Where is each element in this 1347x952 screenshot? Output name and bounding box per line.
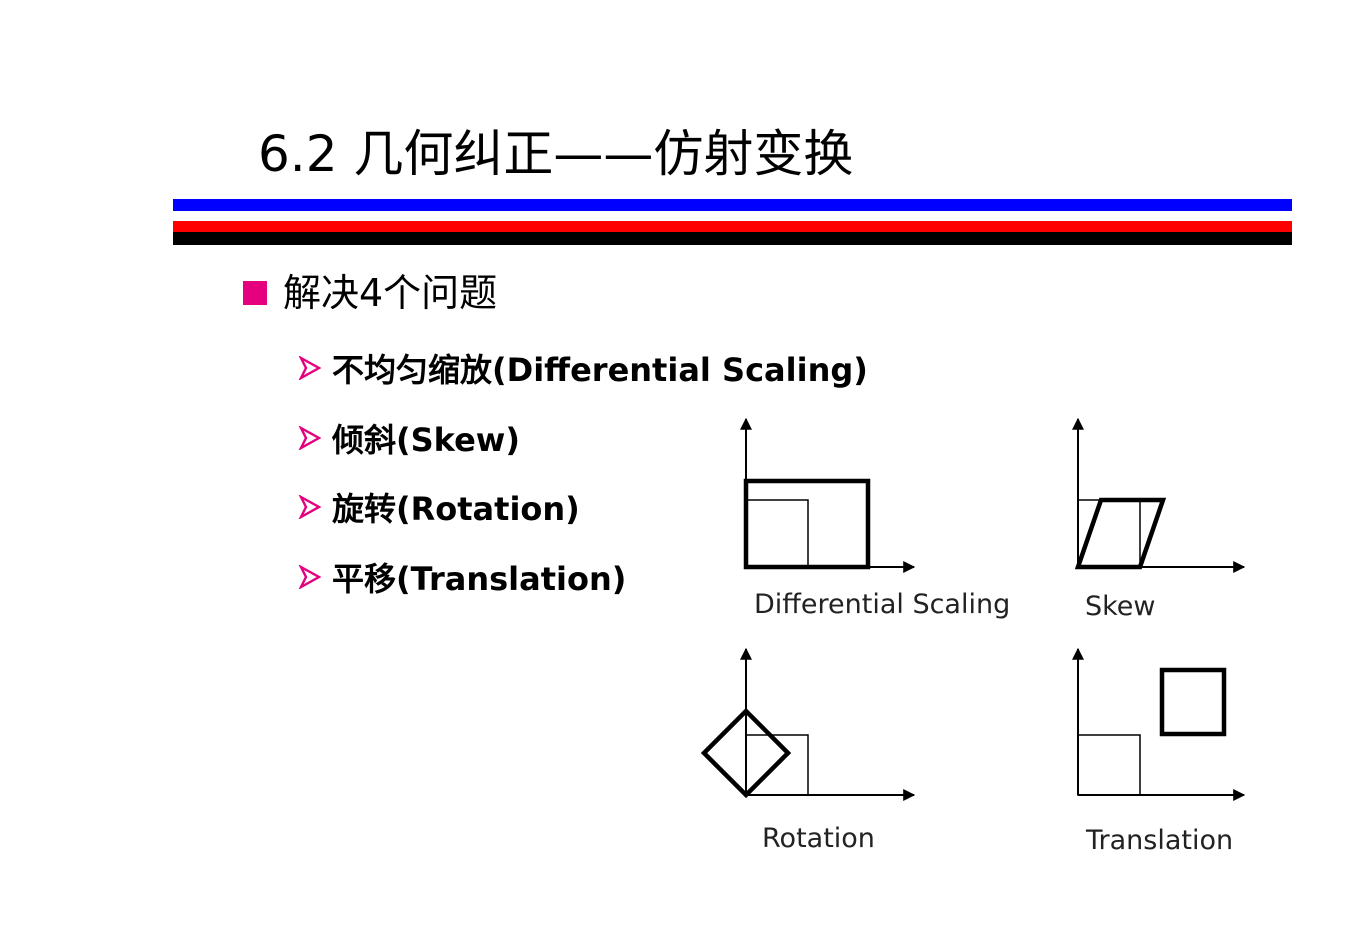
skewed-parallelogram xyxy=(1074,497,1167,570)
panel-rotation: Rotation xyxy=(700,647,916,854)
panel-differential-scaling: Differential Scaling xyxy=(740,417,1010,620)
sub-item-rotation: 旋转(Rotation) xyxy=(298,484,868,530)
arrowhead-bullet-icon xyxy=(298,425,322,450)
sub-item-text: 不均匀缩放(Differential Scaling) xyxy=(332,351,868,389)
panel-label: Skew xyxy=(1085,591,1156,622)
affine-transform-diagram: Differential Scaling Skew Rotation Trans… xyxy=(700,417,1246,856)
main-bullet-text: 解决4个问题 xyxy=(283,271,498,315)
original-square xyxy=(745,734,809,796)
sub-item-text: 平移(Translation) xyxy=(332,559,627,598)
rotated-square xyxy=(700,707,792,799)
scaled-rectangle xyxy=(743,478,871,570)
original-square xyxy=(745,499,809,568)
panel-label: Rotation xyxy=(762,823,875,854)
title-rule-black xyxy=(173,232,1292,245)
arrowhead-bullet-icon xyxy=(298,495,322,519)
title-rule-blue xyxy=(173,199,1292,211)
sub-item-text: 旋转(Rotation) xyxy=(332,490,580,528)
translated-square xyxy=(1159,667,1227,737)
panel-label: Translation xyxy=(1085,825,1233,856)
sub-item-differential-scaling: 不均匀缩放(Differential Scaling) xyxy=(298,345,868,391)
sub-item-text: 倾斜(Skew) xyxy=(332,420,520,459)
affine-transform-figure: Differential Scaling Skew Rotation Trans… xyxy=(690,405,1290,885)
original-square xyxy=(1077,734,1141,796)
sub-item-skew: 倾斜(Skew) xyxy=(298,415,868,461)
arrowhead-bullet-icon xyxy=(298,356,322,380)
panel-translation: Translation xyxy=(1072,647,1246,856)
title-rule-red xyxy=(173,221,1292,232)
panel-label: Differential Scaling xyxy=(754,589,1010,620)
square-bullet-icon xyxy=(243,281,267,305)
arrowhead-bullet-icon xyxy=(298,564,322,589)
sub-item-list: 不均匀缩放(Differential Scaling) 倾斜(Skew) 旋转(… xyxy=(298,345,868,623)
main-bullet: 解决4个问题 xyxy=(243,270,497,316)
panel-skew: Skew xyxy=(1072,417,1246,622)
sub-item-translation: 平移(Translation) xyxy=(298,554,868,600)
slide-title: 6.2 几何纠正——仿射变换 xyxy=(258,125,854,183)
